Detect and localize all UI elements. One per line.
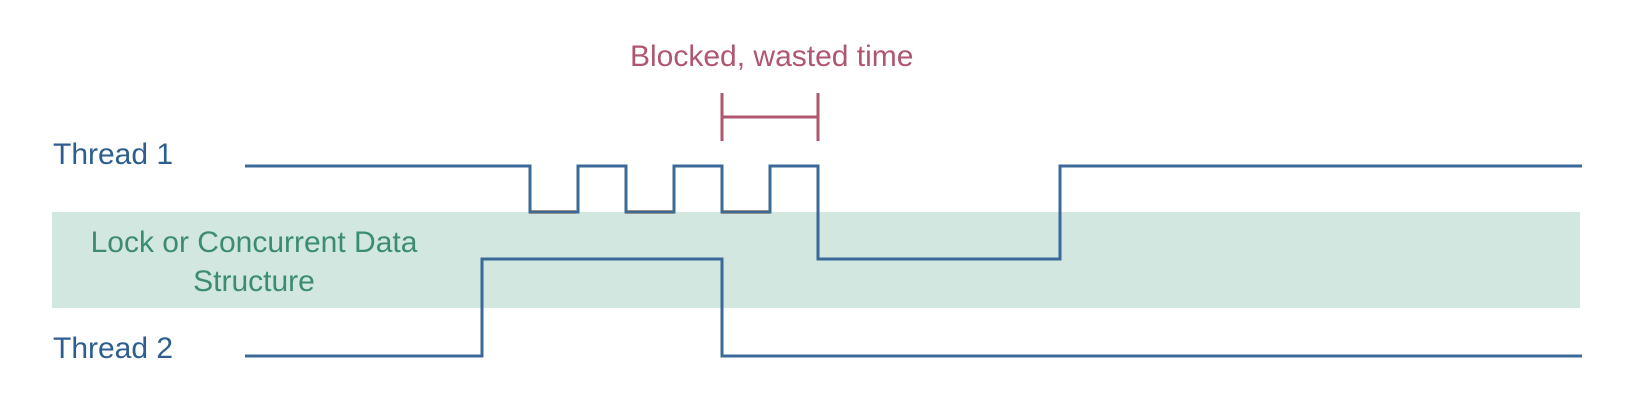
thread1-label: Thread 1 [53, 138, 174, 171]
thread2-timeline [245, 257, 1582, 358]
blocked-time-bracket [720, 93, 820, 141]
lock-zone-label: Lock or Concurrent Data Structure [90, 226, 418, 298]
thread2-label: Thread 2 [53, 332, 174, 365]
lock-zone-band [52, 212, 1580, 308]
thread1-timeline [245, 164, 1582, 261]
blocked-time-annotation: Blocked, wasted time [630, 40, 914, 73]
